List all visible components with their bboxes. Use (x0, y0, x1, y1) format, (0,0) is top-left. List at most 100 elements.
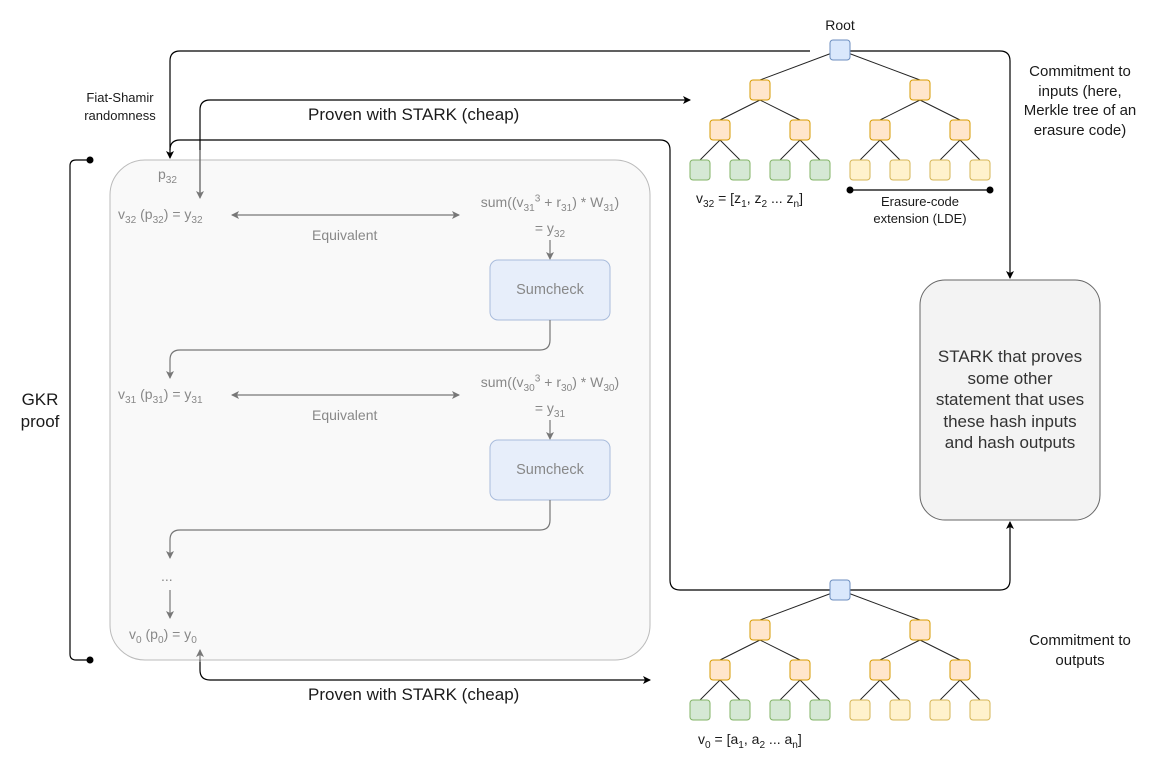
formula-part: 30 (523, 382, 535, 394)
tree-inner-node (869, 119, 891, 141)
v31-eval-formula: v31 (p31) = y31 (118, 386, 203, 405)
tree-edge (939, 139, 961, 161)
tree-edge (879, 99, 921, 121)
sumcheck-label-2: Sumcheck (516, 462, 584, 478)
tree-edge (919, 639, 961, 661)
gkr-line-1: GKR (21, 390, 59, 409)
gkr-bracket (69, 159, 90, 661)
eq-y32-formula: = y32 (450, 220, 650, 239)
tree-data-leaf (809, 159, 831, 181)
formula-part: ) = y (163, 206, 192, 222)
gkr-bracket-dot-bottom (86, 656, 94, 664)
fiat-shamir-line-1: Fiat-Shamir (86, 90, 154, 105)
tree-root-node (829, 579, 851, 601)
tree-inner-node (909, 619, 931, 641)
formula-part: 31 (553, 408, 566, 420)
commit-inputs-line-1: Commitment to (1029, 63, 1131, 80)
tree-edge (719, 99, 761, 121)
formula-part: 2 (759, 739, 766, 751)
sumcheck-2-to-ellipsis-arrow (166, 500, 551, 559)
output-root-to-stark-arrow (850, 521, 1014, 591)
formula-part: v (118, 206, 125, 222)
formula-part: 31 (523, 202, 535, 214)
formula-part: 32 (703, 198, 715, 210)
formula-part: 0 (191, 634, 197, 646)
tree-edge (719, 679, 741, 701)
tree-edge (839, 589, 921, 621)
gkr-proof-label: GKR proof (10, 389, 70, 433)
sumcheck-label-1: Sumcheck (516, 282, 584, 298)
tree-edge (759, 49, 841, 81)
tree-inner-node (749, 619, 771, 641)
formula-part: + r (540, 194, 561, 210)
formula-part: ) * W (572, 374, 604, 390)
stark-line-2: some other (967, 368, 1053, 388)
tree-extension-leaf (929, 159, 951, 181)
formula-part: v (118, 386, 125, 402)
tree-data-leaf (729, 699, 751, 721)
v0-vector-formula: v0 = [a1, a2 ... an] (698, 731, 802, 750)
root-label: Root (825, 17, 855, 33)
tree-inner-node (869, 659, 891, 681)
tree-extension-leaf (849, 159, 871, 181)
stark-line-4: these hash inputs (943, 411, 1077, 431)
commit-outputs-line-2: outputs (1055, 652, 1105, 669)
formula-part: 3 (534, 193, 541, 205)
formula-part: 3 (534, 373, 541, 385)
commit-inputs-line-3: Merkle tree of an (1023, 102, 1137, 119)
p32-sub: 32 (165, 174, 178, 186)
formula-part: = [z (714, 190, 742, 206)
erasure-line-1: Erasure-code (880, 194, 960, 209)
tree-inner-node (709, 119, 731, 141)
tree-extension-leaf (929, 699, 951, 721)
stark-statement-label: STARK that proves some other statement t… (920, 346, 1100, 454)
tree-extension-leaf (969, 699, 991, 721)
proven-top-label: Proven with STARK (cheap) (308, 105, 520, 124)
formula-part: ) = y (163, 626, 192, 642)
tree-edge (719, 139, 741, 161)
formula-part: n (793, 198, 800, 210)
tree-edge (959, 679, 981, 701)
tree-data-leaf (769, 159, 791, 181)
stark-statement-box (919, 279, 1101, 521)
tree-data-leaf (729, 159, 751, 181)
tree-extension-leaf (889, 699, 911, 721)
tree-edge (879, 679, 901, 701)
eq-y31-formula: = y31 (450, 400, 650, 419)
formula-part: 31 (191, 394, 203, 406)
formula-part: 32 (191, 214, 203, 226)
stark-line-3: statement that uses (935, 390, 1085, 409)
tree-root-node (829, 39, 851, 61)
formula-part: n (792, 739, 798, 751)
input-root-to-stark-arrow (850, 50, 1014, 279)
tree-inner-node (949, 659, 971, 681)
formula-part: 30 (561, 382, 573, 394)
formula-part: v (129, 626, 136, 642)
formula-part: ) (614, 194, 620, 210)
formula-part: ) = y (163, 386, 192, 402)
proven-bottom-arrow (199, 660, 651, 684)
input-merkle-tree (689, 39, 991, 181)
tree-inner-node (709, 659, 731, 681)
formula-part: (p (136, 386, 153, 402)
proven-top-arrow (199, 96, 691, 196)
tree-edge (879, 139, 901, 161)
tree-inner-node (789, 119, 811, 141)
formula-part: v (696, 190, 703, 206)
tree-edge (759, 589, 841, 621)
gkr-to-output-connector (169, 139, 830, 591)
tree-edge (699, 139, 721, 161)
proven-bottom-label: Proven with STARK (cheap) (308, 685, 520, 704)
erasure-line-2: extension (LDE) (873, 211, 967, 226)
formula-part: 31 (125, 394, 137, 406)
formula-part: 32 (125, 214, 137, 226)
tree-inner-node (909, 79, 931, 101)
tree-edge (779, 139, 801, 161)
formula-part: v (698, 731, 705, 747)
formula-part: (p (141, 626, 158, 642)
p32-label: p32 (158, 166, 177, 185)
tree-extension-leaf (969, 159, 991, 181)
tree-data-leaf (689, 159, 711, 181)
tree-inner-node (789, 659, 811, 681)
output-merkle-tree (689, 579, 991, 721)
